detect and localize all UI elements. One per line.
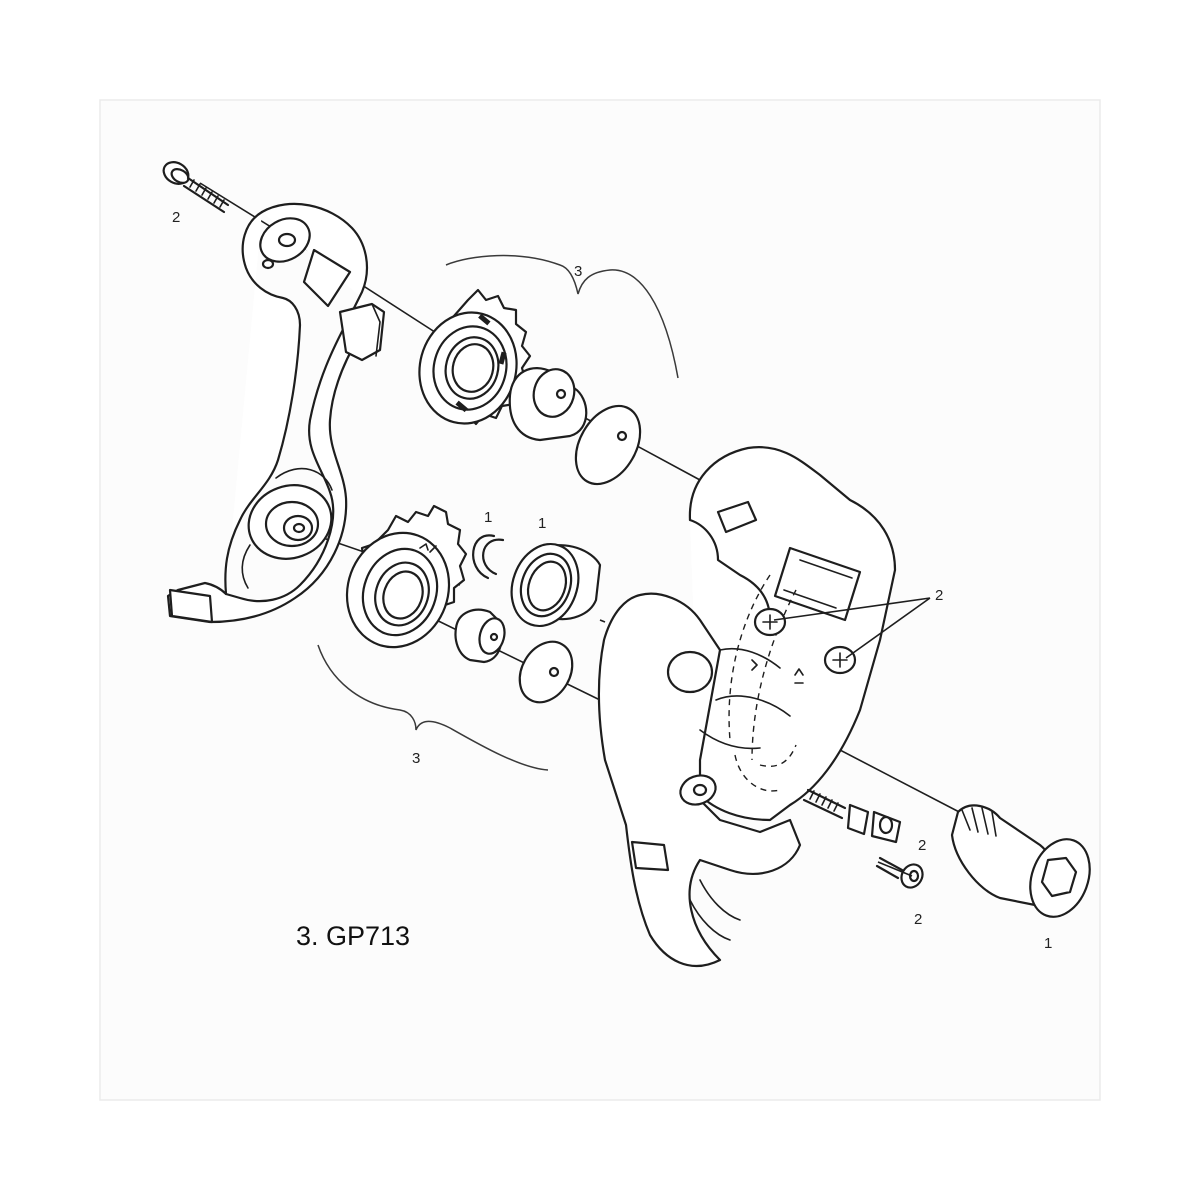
lower-pulley-wheel (345, 504, 468, 649)
upper-washer (574, 404, 642, 486)
derailleur-body (597, 446, 897, 968)
barrel-adjuster (802, 788, 902, 844)
outer-cage-plate (166, 202, 386, 624)
callout-screw-top-left: 2 (172, 209, 180, 226)
lower-washer (518, 640, 574, 704)
callout-pulley-kit-lower: 3 (412, 750, 420, 767)
callout-pivot-bolt: 1 (1044, 935, 1052, 952)
diagram-caption: 3. GP713 (296, 921, 410, 951)
callout-snap-ring: 1 (484, 509, 492, 526)
callout-pulley-kit-upper: 3 (574, 263, 582, 280)
leader-limit-screws (773, 597, 931, 659)
pivot-bolt (950, 804, 1091, 918)
callout-limit-screws: 2 (935, 587, 943, 604)
callout-adjust-screw: 2 (918, 837, 926, 854)
leader-small-screw (877, 861, 913, 877)
brace-lower-kit (317, 644, 549, 771)
bearing-seal (510, 542, 602, 628)
callout-small-screw: 2 (914, 911, 922, 928)
snap-ring (472, 534, 505, 580)
upper-pulley-wheel (418, 288, 532, 426)
cage-screw-top (162, 161, 230, 214)
brace-upper-kit (445, 254, 679, 379)
upper-bushing (508, 367, 588, 442)
lower-bushing (454, 608, 506, 664)
callout-bearing-seal: 1 (538, 515, 546, 532)
